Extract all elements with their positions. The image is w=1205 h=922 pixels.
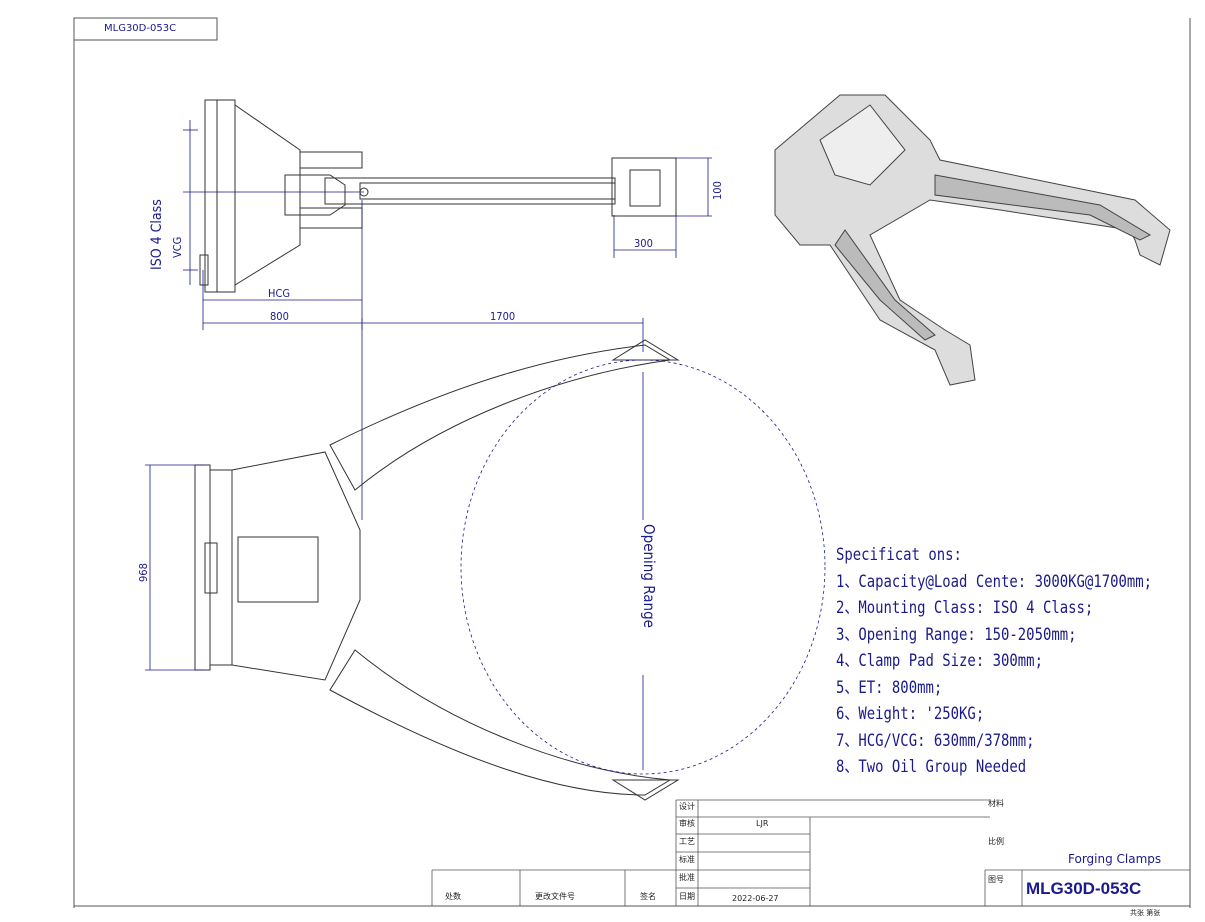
spec-item: 3、Opening Range: 150-2050mm;: [836, 624, 1077, 645]
specifications-block: Specificat ons: 1、Capacity@Load Cente: 3…: [836, 542, 1152, 781]
top-view: [194, 339, 680, 801]
tb-bottom-right: 签名: [640, 892, 656, 901]
load-center-label: 1700: [490, 310, 516, 323]
tb-row-design: 设计: [679, 802, 695, 811]
tb-name-value: Forging Clamps: [1068, 852, 1162, 866]
tb-row-approve: 批准: [679, 873, 695, 882]
tb-designer: LJR: [756, 819, 769, 828]
title-block-lines: [431, 799, 1190, 906]
pad-width-label: 300: [634, 237, 653, 250]
tb-scale-label: 比例: [988, 837, 1004, 846]
hcg-label: HCG: [268, 287, 291, 300]
side-view-dimensions: [183, 120, 712, 330]
tb-code-value: MLG30D-053C: [1026, 879, 1142, 898]
spec-item: 8、Two Oil Group Needed: [836, 757, 1027, 777]
tb-row-review: 审核: [679, 819, 695, 828]
tb-code-label: 图号: [988, 875, 1004, 884]
et-label: 800: [270, 310, 289, 323]
spec-item: 2、Mounting Class: ISO 4 Class;: [836, 598, 1094, 618]
tb-bottom-mid: 更改文件号: [535, 892, 575, 901]
tb-row-date: 日期: [679, 892, 695, 901]
pad-height-label: 100: [711, 181, 724, 200]
tb-footer-note: 共张 第张: [1130, 909, 1161, 917]
spec-item: 7、HCG/VCG: 630mm/378mm;: [836, 730, 1035, 751]
height-label: 968: [137, 563, 150, 582]
tb-date: 2022-06-27: [732, 894, 779, 903]
tb-row-process: 工艺: [679, 837, 695, 846]
tb-material-label: 材料: [988, 799, 1004, 808]
vcg-label: VCG: [171, 236, 184, 258]
opening-range-circle: [460, 359, 826, 775]
tb-bottom-left: 处数: [445, 892, 461, 901]
drawing-number-tab: MLG30D-053C: [104, 23, 177, 34]
iso-class-label: ISO 4 Class: [149, 199, 165, 270]
opening-range-label: Opening Range: [640, 524, 658, 628]
spec-item: 4、Clamp Pad Size: 300mm;: [836, 651, 1043, 671]
spec-item: 1、Capacity@Load Cente: 3000KG@1700mm;: [836, 571, 1153, 592]
spec-item: 6、Weight: '250KG;: [836, 704, 985, 724]
side-view: [199, 99, 677, 293]
tb-row-standard: 标准: [679, 855, 695, 864]
spec-title: Specificat ons:: [836, 545, 962, 565]
spec-item: 5、ET: 800mm;: [836, 677, 943, 698]
top-view-dimensions: [145, 318, 644, 770]
iso-view: [774, 94, 1171, 386]
